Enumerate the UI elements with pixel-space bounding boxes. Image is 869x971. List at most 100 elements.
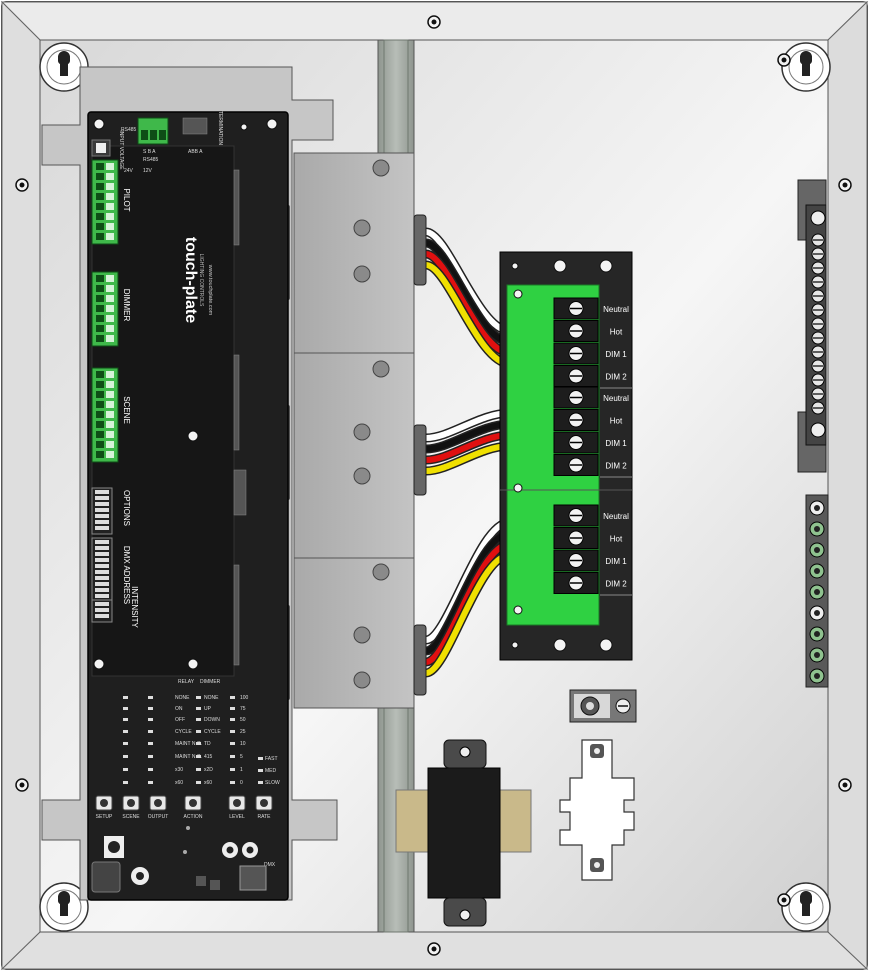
neutral-screw-center — [814, 568, 820, 574]
terminal-label: Hot — [610, 328, 623, 337]
dip-switch-toggle[interactable] — [95, 602, 109, 606]
board-button-cap[interactable] — [127, 799, 135, 807]
led — [123, 730, 128, 733]
neutral-bar-screws — [809, 500, 825, 684]
terminal-hole — [96, 335, 104, 342]
board-button-cap[interactable] — [189, 799, 197, 807]
board-button-label: RATE — [258, 814, 272, 820]
neutral-screw-center — [814, 505, 820, 511]
dip-switch-toggle[interactable] — [95, 614, 109, 618]
scene-label: SCENE — [122, 396, 131, 424]
dimmer-mode-label: UP — [204, 706, 212, 712]
dimmer-mode-label: 415 — [204, 754, 213, 760]
options-label: OPTIONS — [122, 490, 131, 526]
terminal-screw — [106, 451, 114, 458]
terminal-screw — [106, 315, 114, 322]
terminal-screw — [106, 325, 114, 332]
dip-switch-toggle[interactable] — [95, 540, 109, 544]
board-button-label: SETUP — [96, 814, 113, 820]
terminal-screw — [106, 275, 114, 282]
led — [123, 781, 128, 784]
led — [123, 718, 128, 721]
terminal-hole — [96, 223, 104, 230]
terminal-label: DIM 2 — [605, 580, 627, 589]
terminal-hole — [96, 431, 104, 438]
relay-header: RELAY — [178, 679, 195, 685]
dip-switch-toggle[interactable] — [95, 514, 109, 518]
dip-switch-toggle[interactable] — [95, 546, 109, 550]
led — [196, 781, 201, 784]
dip-switch-toggle[interactable] — [95, 576, 109, 580]
terminal-label: Neutral — [603, 305, 629, 314]
dip-switch-toggle[interactable] — [95, 526, 109, 530]
board-button-cap[interactable] — [260, 799, 268, 807]
terminal-strip — [91, 159, 119, 245]
terminal-screw — [106, 441, 114, 448]
terminal-screw — [106, 295, 114, 302]
terminal-screw — [106, 285, 114, 292]
terminal-screw — [106, 173, 114, 180]
terminal-label: Hot — [610, 417, 623, 426]
dip-switch-toggle[interactable] — [95, 490, 109, 494]
dip-switch-toggle[interactable] — [95, 564, 109, 568]
terminal-screw — [106, 335, 114, 342]
keyhole-mounts — [39, 42, 831, 932]
led — [196, 755, 201, 758]
terminal-hole — [96, 275, 104, 282]
terminal-screw — [106, 163, 114, 170]
terminal-label: DIM 1 — [605, 557, 627, 566]
terminal-hole — [96, 285, 104, 292]
board-button-label: ACTION — [184, 814, 203, 820]
level-label: 25 — [240, 729, 246, 735]
dip-switch-toggle[interactable] — [95, 594, 109, 598]
transformer — [395, 739, 532, 927]
rs485-label: RS485 — [143, 157, 159, 163]
dip-switch-toggle[interactable] — [95, 508, 109, 512]
brand-logo-text: touch-plate — [182, 237, 199, 323]
enclosure-screw-center — [781, 897, 787, 903]
dip-switch-toggle[interactable] — [95, 552, 109, 556]
terminal-hole — [96, 451, 104, 458]
led — [196, 696, 201, 699]
led — [230, 696, 235, 699]
terminal-hole — [96, 173, 104, 180]
neutral-screw-center — [814, 526, 820, 532]
level-label: 50 — [240, 717, 246, 723]
neutral-screw-center — [814, 610, 820, 616]
dip-switch-toggle[interactable] — [95, 570, 109, 574]
board-button-cap[interactable] — [100, 799, 108, 807]
terminal-hole — [96, 295, 104, 302]
dip-switch-toggle[interactable] — [95, 502, 109, 506]
rs485-connector — [91, 117, 169, 157]
terminal-screw — [106, 431, 114, 438]
terminal-strip — [91, 271, 119, 347]
led — [230, 755, 235, 758]
board-button-cap[interactable] — [233, 799, 241, 807]
led — [196, 718, 201, 721]
neutral-screw-center — [814, 631, 820, 637]
terminal-label: Neutral — [603, 512, 629, 521]
dip-switch-toggle[interactable] — [95, 608, 109, 612]
fuse-holder — [569, 689, 637, 723]
neutral-screw-center — [814, 547, 820, 553]
level-label: 0 — [240, 780, 243, 786]
voltage-12: 12V — [143, 168, 153, 174]
board-button-label: OUTPUT — [148, 814, 169, 820]
dip-switch-toggle[interactable] — [95, 588, 109, 592]
terminal-hole — [96, 193, 104, 200]
terminal-screw — [106, 381, 114, 388]
board-button-cap[interactable] — [154, 799, 162, 807]
rate-label: SLOW — [265, 780, 280, 786]
board-button-label: LEVEL — [229, 814, 245, 820]
dip-switch-toggle[interactable] — [95, 582, 109, 586]
dip-switch-toggle[interactable] — [95, 520, 109, 524]
led — [230, 730, 235, 733]
dip-switch-toggle[interactable] — [95, 558, 109, 562]
neutral-screw-center — [814, 673, 820, 679]
dip-switch-toggle[interactable] — [95, 496, 109, 500]
dip-switches[interactable] — [91, 487, 113, 623]
enclosure-screw-center — [842, 782, 848, 788]
terminal-screw — [106, 233, 114, 240]
